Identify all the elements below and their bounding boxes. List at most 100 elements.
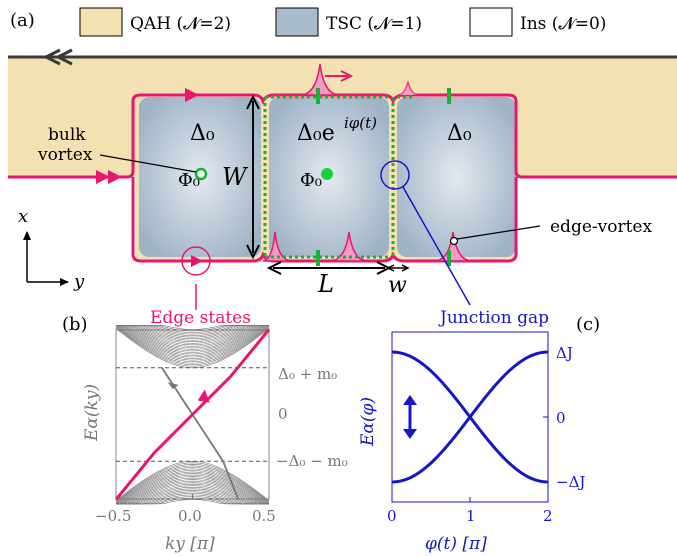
panel-b-xtick-1: 0.0 — [178, 507, 202, 525]
panel-a-label: (a) — [10, 10, 35, 31]
edge-arrow-left-icon — [96, 170, 122, 184]
edge-vortex-bump-bottom-1 — [262, 231, 293, 262]
panel-b-ylabel: Eα(ky) — [82, 384, 102, 442]
bulk-band-lower — [115, 460, 270, 501]
panel-c-xlabel: φ(t) [π] — [425, 534, 487, 554]
bulk-band-upper — [116, 325, 269, 355]
junction-gap-pointer — [402, 186, 471, 306]
bulk-band-lower — [116, 482, 269, 505]
panel-b-plot — [114, 325, 271, 505]
top-edge-arrow-icon — [42, 48, 73, 66]
bulk-band-upper — [115, 326, 270, 366]
bulk-band-lower — [116, 487, 269, 505]
bulk-band-lower — [116, 471, 269, 505]
bulk-band-upper — [115, 328, 270, 369]
bulk-band-lower — [115, 465, 270, 504]
bulk-band-upper — [116, 325, 269, 342]
bulk-band-upper — [115, 325, 270, 364]
bulk-band-upper — [116, 325, 269, 346]
bulk-band-lower — [116, 480, 269, 505]
panel-c-ylabel: Eα(φ) — [358, 397, 378, 447]
panel-b-rlabel-mid: 0 — [278, 405, 288, 423]
edge-state-path-bottom — [131, 177, 518, 263]
edge-state-line — [114, 328, 271, 501]
edge-state-gray — [161, 367, 240, 500]
bulk-band-lower — [115, 467, 270, 505]
bulk-band-upper — [116, 325, 269, 344]
gap-label: w — [388, 273, 407, 298]
panel-c-label: (c) — [576, 314, 600, 335]
vortex-dot-middle — [321, 168, 333, 180]
panel-b-xtick-2: 0.5 — [252, 507, 276, 525]
panel-c-xtick-0: 0 — [387, 507, 397, 525]
vortex-motion-arrow-icon — [340, 70, 354, 82]
delta-mid-exponent: iφ(t) — [344, 114, 377, 132]
edge-vortex-bump-top-1 — [299, 63, 341, 96]
panel-c-rlabel-top: ΔJ — [556, 344, 573, 362]
junction-dashed-lines — [263, 95, 413, 259]
bulk-band-upper — [116, 325, 269, 350]
junction-tick-marks — [316, 88, 451, 266]
bulk-vortex-label-1: bulk — [48, 125, 86, 145]
bulk-vortex-pointer — [99, 154, 197, 173]
legend-swatch-qah — [79, 7, 123, 37]
gray-edge-arrow-icon — [167, 382, 179, 389]
bulk-band-lower — [116, 479, 269, 505]
bulk-band-upper — [116, 325, 269, 358]
panel-c-rlabel-mid: 0 — [556, 409, 566, 427]
edge-marker-circle — [181, 246, 211, 276]
bulk-band-lower — [116, 485, 269, 505]
edge-vortex-marker — [449, 236, 459, 246]
bulk-band-upper — [116, 325, 269, 341]
edge-vortex-label: edge-vortex — [550, 217, 652, 237]
legend: QAH (𝓝=2) TSC (𝓝=1) Ins (𝓝=0) — [79, 7, 606, 37]
edge-vortex-pointer — [456, 225, 541, 240]
flux-left-label: Φ₀ — [178, 170, 200, 191]
panel-b-rlabel-bot: −Δ₀ − m₀ — [276, 452, 348, 470]
panel-c-rlabel-bot: −ΔJ — [556, 473, 585, 491]
bulk-band-upper — [116, 325, 269, 349]
panel-b-label: (b) — [62, 314, 88, 335]
length-label: L — [317, 270, 334, 298]
bulk-band-lower — [116, 474, 269, 505]
panel-b-xlabel: ky [π] — [165, 534, 215, 554]
edge-arrow-top-icon — [185, 88, 199, 102]
legend-swatch-tsc — [275, 7, 319, 37]
bulk-band-lower — [116, 483, 269, 505]
panel-c-xtick-1: 1 — [466, 507, 476, 525]
legend-label-tsc: TSC (𝓝=1) — [326, 14, 422, 34]
axis-x-label: x — [18, 206, 28, 227]
bulk-band-lower — [115, 468, 270, 505]
bulk-band-upper — [116, 325, 269, 353]
panel-c-gap-arrow-icon — [403, 395, 417, 439]
panel-c-plot — [391, 331, 549, 503]
panel-b-title: Edge states — [150, 308, 251, 328]
legend-label-qah: QAH (𝓝=2) — [130, 14, 231, 34]
delta-mid-label: Δ₀e — [297, 121, 335, 146]
bulk-band-lower — [116, 473, 269, 505]
bulk-band-lower — [116, 488, 269, 505]
legend-label-ins: Ins (𝓝=0) — [520, 14, 606, 34]
bulk-band-lower — [115, 470, 270, 505]
bulk-vortex-marker — [194, 167, 208, 181]
bulk-band-upper — [116, 325, 269, 356]
edge-state-arrow-icon — [197, 389, 210, 403]
flux-mid-label: Φ₀ — [300, 170, 322, 191]
bulk-band-lower — [115, 463, 270, 503]
axis-y-label: y — [73, 271, 85, 292]
delta-right-label: Δ₀ — [447, 121, 472, 146]
bulk-band-lower — [116, 476, 269, 505]
junction-state-line-1 — [391, 350, 549, 484]
bulk-band-lower — [116, 499, 269, 505]
junction-gap-circle — [380, 160, 410, 190]
bulk-band-lower — [116, 477, 269, 505]
edge-arrow-bottom-icon — [191, 255, 203, 267]
bulk-vortex-label-2: vortex — [37, 145, 93, 165]
bulk-band-upper — [115, 325, 270, 361]
width-label: W — [222, 163, 249, 191]
delta-left-label: Δ₀ — [190, 121, 215, 146]
bulk-band-upper — [115, 325, 270, 362]
panel-c-title: Junction gap — [438, 308, 549, 328]
bulk-band-upper — [115, 327, 270, 367]
